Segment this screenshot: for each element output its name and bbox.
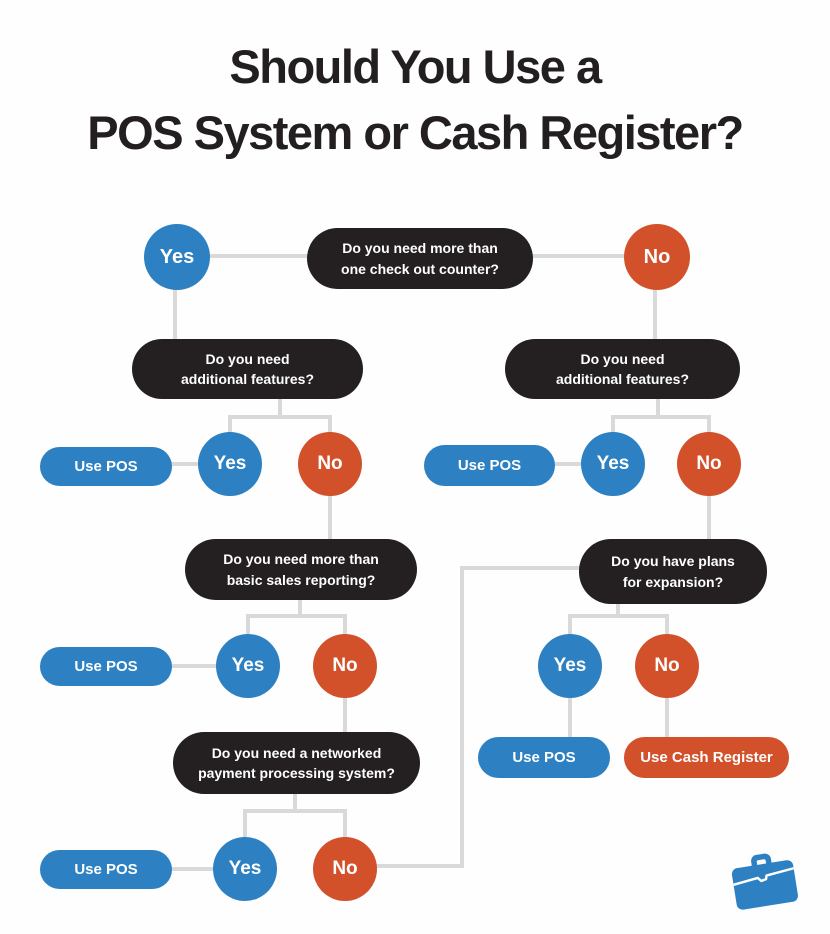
connector-line [278,398,282,419]
connector-line [533,254,627,258]
page-title: Should You Use a POS System or Cash Regi… [0,34,830,166]
question-additional-features-left: Do you need additional features? [132,339,363,399]
result-use-pos: Use POS [40,447,172,486]
connector-line [343,809,347,839]
connector-line [554,462,585,466]
connector-line [568,614,572,636]
page-title-line1: Should You Use a [229,40,602,93]
result-use-pos: Use POS [40,647,172,686]
connector-line [707,415,711,436]
answer-no-circle: No [635,634,699,698]
answer-no-circle: No [624,224,690,290]
connector-line [568,696,572,739]
answer-yes-circle: Yes [213,837,277,901]
connector-line [246,614,250,636]
connector-line [665,696,669,739]
result-use-cash-register: Use Cash Register [624,737,789,778]
connector-line [293,793,297,813]
answer-yes-circle: Yes [216,634,280,698]
connector-line [246,614,345,618]
connector-line [209,254,307,258]
connector-line [170,664,218,668]
question-payment-processing: Do you need a networked payment processi… [173,732,420,794]
connector-line [328,415,332,436]
question-checkout-counter: Do you need more than one check out coun… [307,228,533,289]
connector-line [460,566,582,570]
connector-line [611,415,615,436]
connector-line [170,462,204,466]
result-use-pos: Use POS [40,850,172,889]
connector-line [611,415,711,419]
answer-yes-circle: Yes [538,634,602,698]
connector-line [665,614,669,636]
answer-no-circle: No [677,432,741,496]
answer-no-circle: No [298,432,362,496]
answer-no-circle: No [313,837,377,901]
connector-line [170,867,215,871]
connector-line [656,398,660,419]
connector-line [328,494,332,542]
answer-yes-circle: Yes [198,432,262,496]
result-use-pos: Use POS [424,445,555,486]
connector-line [568,614,667,618]
connector-line [173,288,177,342]
briefcase-icon [720,840,807,917]
connector-line [460,566,464,868]
result-use-pos: Use POS [478,737,610,778]
connector-line [343,696,347,735]
connector-line [616,603,620,618]
question-sales-reporting: Do you need more than basic sales report… [185,539,417,600]
connector-line [243,809,247,839]
connector-line [243,809,345,813]
question-expansion: Do you have plans for expansion? [579,539,767,604]
connector-line [343,614,347,636]
answer-yes-circle: Yes [144,224,210,290]
connector-line [707,494,711,542]
connector-line [298,598,302,618]
connector-line [228,415,332,419]
page-title-line2: POS System or Cash Register? [87,105,744,159]
question-additional-features-right: Do you need additional features? [505,339,740,399]
answer-yes-circle: Yes [581,432,645,496]
connector-line [375,864,464,868]
answer-no-circle: No [313,634,377,698]
connector-line [228,415,232,436]
connector-line [653,288,657,342]
